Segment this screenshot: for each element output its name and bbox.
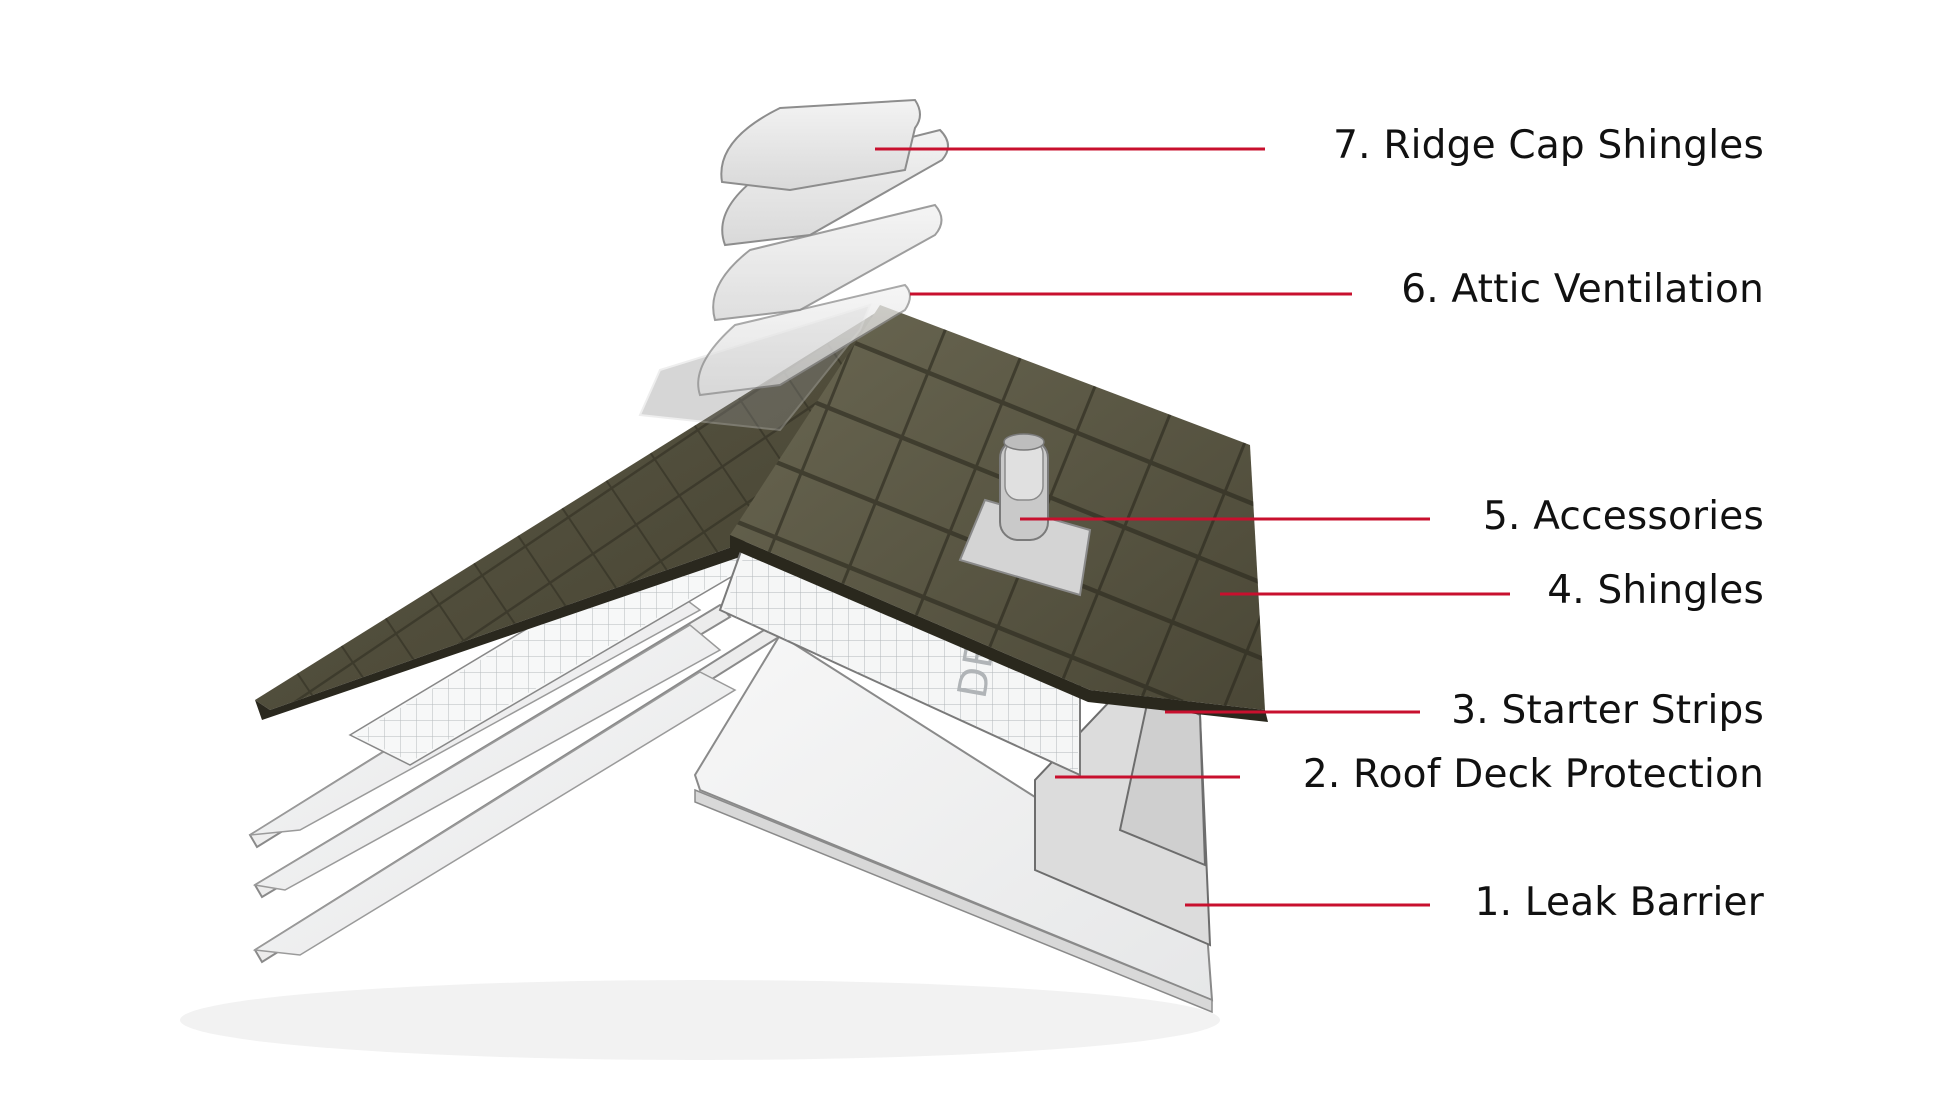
leader-lines bbox=[875, 147, 1510, 907]
label-roof-deck-protection: 2. Roof Deck Protection bbox=[1302, 752, 1764, 797]
label-leak-barrier: 1. Leak Barrier bbox=[1474, 880, 1764, 925]
ground-shadow bbox=[180, 980, 1220, 1060]
ridge-cap-stack bbox=[697, 98, 949, 397]
label-shingles: 4. Shingles bbox=[1547, 568, 1764, 613]
left-shingle-slope bbox=[255, 310, 905, 720]
label-ridge-cap-shingles: 7. Ridge Cap Shingles bbox=[1333, 123, 1764, 168]
right-layer-stack: DECK bbox=[693, 538, 1214, 1014]
label-starter-strips: 3. Starter Strips bbox=[1451, 688, 1764, 733]
pipe-boot-accessory bbox=[958, 433, 1092, 597]
label-attic-ventilation: 6. Attic Ventilation bbox=[1401, 267, 1764, 312]
label-accessories: 5. Accessories bbox=[1483, 494, 1764, 539]
